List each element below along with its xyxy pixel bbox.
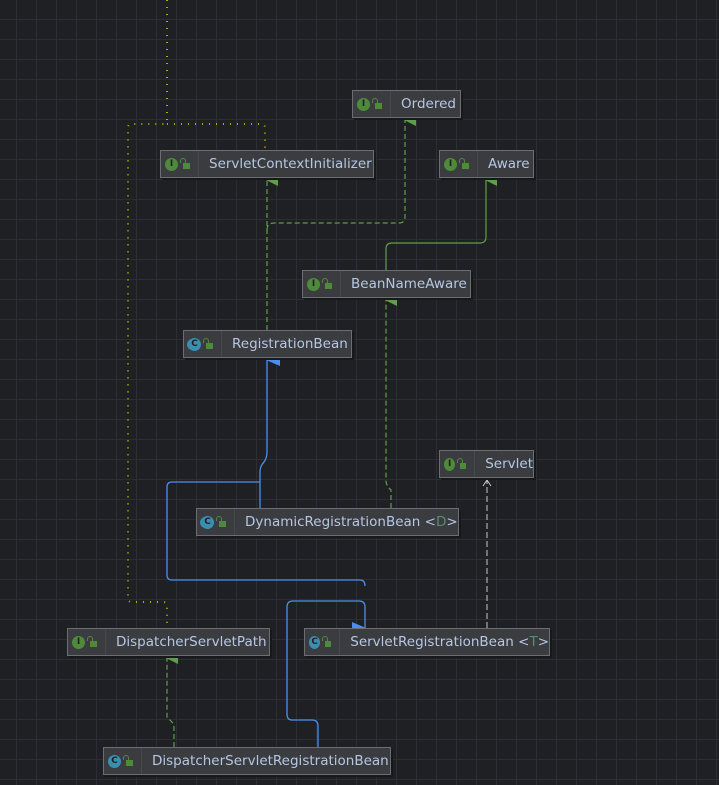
lock-icon: [459, 158, 469, 169]
lock-icon: [123, 755, 133, 766]
node-bean-name-aware[interactable]: I BeanNameAware: [302, 270, 471, 298]
node-aware[interactable]: I Aware: [439, 150, 534, 178]
node-label: DispatcherServletPath: [116, 634, 267, 650]
edge-registrationbean-ordered: [266, 114, 416, 231]
node-label: Aware: [488, 156, 530, 172]
lock-icon: [372, 98, 382, 109]
node-label: ServletRegistrationBean: [350, 634, 514, 650]
edge-dynamic-registrationbean: [259, 354, 280, 508]
node-dispatcher-servlet-registration-bean[interactable]: C DispatcherServletRegistrationBean: [103, 747, 391, 775]
class-icon: C: [108, 754, 121, 768]
node-label: DynamicRegistrationBean: [245, 514, 421, 530]
interface-icon: I: [444, 157, 457, 171]
edge-dynamic-left-route: [166, 481, 366, 587]
node-label: Ordered: [401, 96, 456, 112]
lock-icon: [322, 278, 332, 289]
interface-icon: I: [307, 277, 320, 291]
lock-icon: [457, 458, 467, 469]
lock-icon: [180, 158, 190, 169]
node-servlet-context-initializer[interactable]: I ServletContextInitializer: [160, 150, 374, 178]
interface-icon: I: [357, 97, 370, 111]
node-ordered[interactable]: I Ordered: [352, 90, 461, 118]
interface-icon: I: [72, 635, 85, 649]
node-label: Servlet: [485, 456, 533, 472]
node-label: BeanNameAware: [351, 276, 467, 292]
node-registration-bean[interactable]: C RegistrationBean: [183, 330, 352, 358]
inner-class-edge: [127, 0, 266, 628]
lock-icon: [87, 636, 97, 647]
lock-icon: [322, 636, 332, 647]
node-label: ServletContextInitializer: [209, 156, 372, 172]
node-servlet-registration-bean[interactable]: C ServletRegistrationBean <T>: [304, 628, 550, 656]
edge-dispatcherservletregistrationbean-dispatcherservletpath: [166, 652, 178, 747]
node-label: RegistrationBean: [232, 336, 348, 352]
node-dynamic-registration-bean[interactable]: C DynamicRegistrationBean <D>: [196, 508, 459, 536]
edge-dynamic-beannameaware: [385, 294, 397, 508]
interface-icon: I: [165, 157, 178, 171]
abstract-class-icon: C: [201, 515, 214, 529]
node-dispatcher-servlet-path[interactable]: I DispatcherServletPath: [67, 628, 270, 656]
node-servlet[interactable]: I Servlet: [439, 450, 534, 478]
interface-icon: I: [444, 457, 456, 471]
type-parameter: T: [529, 634, 538, 650]
abstract-class-icon: C: [188, 337, 201, 351]
edge-beannameaware-aware: [385, 174, 497, 270]
class-icon: C: [309, 635, 321, 649]
lock-icon: [216, 516, 226, 527]
edge-dispatcherservletregistrationbean-servletregistrationbean: [286, 600, 366, 747]
lock-icon: [203, 338, 213, 349]
node-label: DispatcherServletRegistrationBean: [152, 753, 389, 769]
type-parameter: D: [435, 514, 447, 530]
